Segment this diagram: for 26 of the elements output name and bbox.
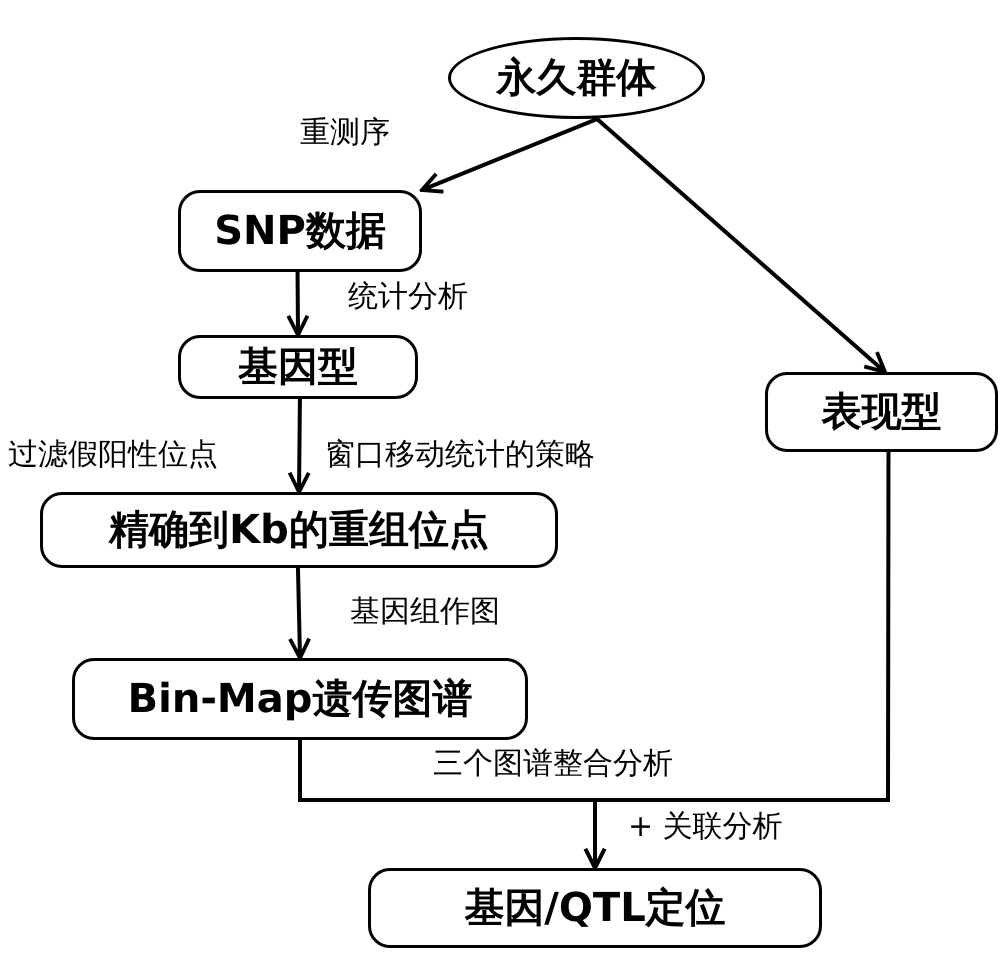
edge-label: 过滤假阳性位点: [8, 440, 218, 470]
node-text: SNP数据: [214, 211, 386, 251]
arrow: [583, 452, 890, 870]
process-box: [178, 190, 422, 272]
process-box: [178, 335, 418, 399]
node-text: 精确到Kb的重组位点: [109, 510, 489, 550]
edge-label: 统计分析: [348, 282, 468, 312]
node-text: 永久群体: [496, 58, 656, 98]
node-text: Bin-Map遗传图谱: [128, 679, 472, 719]
process-box: [368, 868, 822, 948]
node-text: 基因型: [238, 347, 358, 387]
arrow: [288, 398, 311, 494]
arrow: [420, 117, 598, 194]
arrow: [288, 568, 312, 660]
node-text: 基因/QTL定位: [464, 888, 726, 928]
node-text: 表现型: [822, 392, 942, 432]
annotation-text: 窗口移动统计的策略: [325, 440, 595, 470]
edge-label: 重测序: [300, 118, 390, 148]
annotation-text: + 关联分析: [628, 812, 783, 842]
arrow: [286, 272, 310, 337]
process-box: [40, 492, 558, 568]
edge-label: 基因组作图: [350, 597, 500, 627]
process-box: [765, 372, 998, 452]
edge-label: 三个图谱整合分析: [433, 749, 673, 779]
process-box: [72, 658, 528, 740]
arrow: [596, 118, 887, 374]
